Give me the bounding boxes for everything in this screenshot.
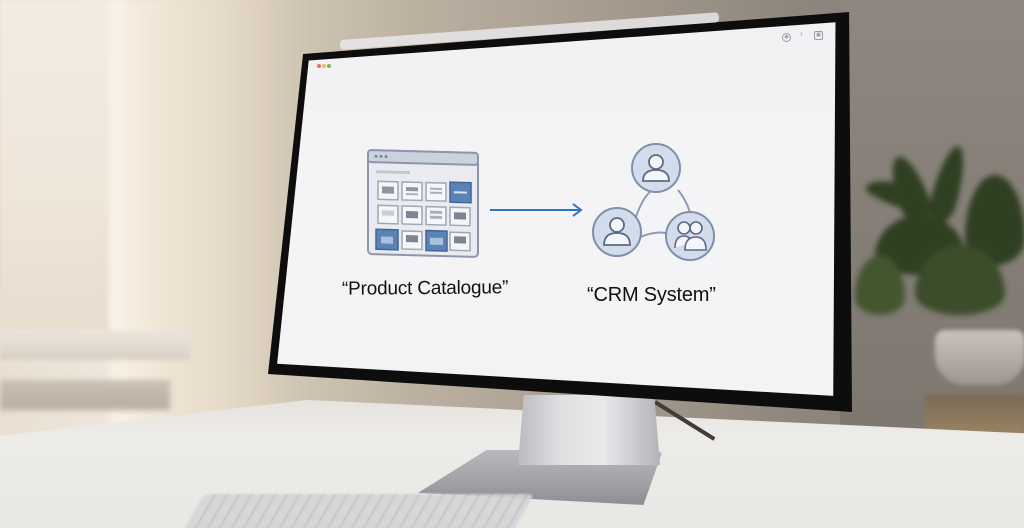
minimize-window-button[interactable] [322, 64, 326, 68]
house-plant [855, 142, 1024, 345]
close-window-button[interactable] [317, 64, 321, 68]
product-catalogue-label: “Product Catalogue” [341, 277, 509, 300]
window-frame [0, 0, 124, 330]
arrow-right-icon [489, 202, 585, 223]
keyboard [175, 494, 535, 528]
sidebar-icon[interactable]: ▣ [814, 31, 823, 40]
people-network-icon [590, 140, 720, 270]
window-sill [0, 330, 190, 360]
share-icon[interactable]: ⇧ [799, 32, 804, 38]
maximize-window-button[interactable] [327, 64, 331, 68]
user-node-top [631, 143, 681, 193]
group-node-right [665, 211, 715, 261]
crm-system-label: “CRM System” [587, 284, 716, 306]
curtain [110, 0, 270, 440]
radiator [0, 380, 170, 410]
product-grid-icon [366, 148, 482, 265]
plant-pot [935, 330, 1024, 385]
monitor-stand-neck [518, 395, 660, 465]
record-icon[interactable]: ◉ [782, 33, 791, 42]
user-node-left [592, 207, 642, 257]
